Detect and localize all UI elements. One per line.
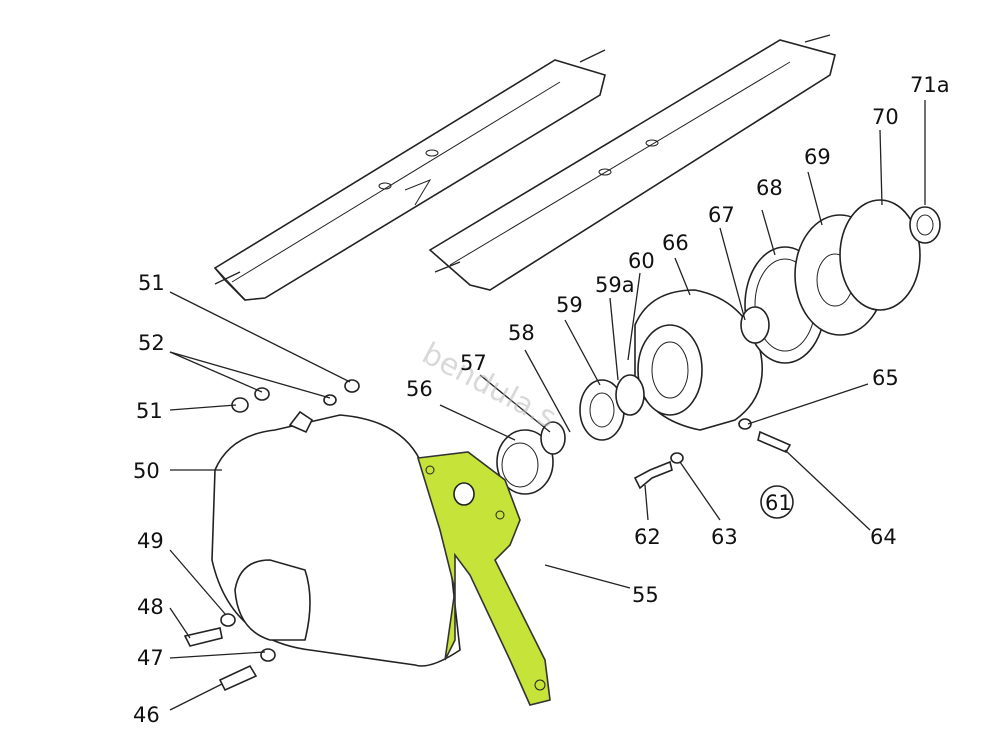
label-64: 64 bbox=[870, 525, 897, 549]
cover-50 bbox=[211, 410, 461, 667]
label-46: 46 bbox=[133, 703, 160, 727]
watermark-text: bendula.s bbox=[416, 336, 562, 436]
label-51b: 51 bbox=[136, 399, 163, 423]
label-71a: 71a bbox=[910, 73, 950, 97]
label-58: 58 bbox=[508, 321, 535, 345]
housing-66 bbox=[634, 289, 763, 431]
left-rail bbox=[213, 49, 606, 301]
label-48: 48 bbox=[137, 595, 164, 619]
label-51a: 51 bbox=[138, 271, 165, 295]
label-67: 67 bbox=[708, 203, 735, 227]
label-61: 61 bbox=[765, 491, 792, 515]
label-47: 47 bbox=[137, 646, 164, 670]
label-70: 70 bbox=[872, 105, 899, 129]
bearing-set bbox=[496, 374, 645, 495]
label-62: 62 bbox=[634, 525, 661, 549]
label-66: 66 bbox=[662, 231, 689, 255]
bracket-55-highlighted[interactable] bbox=[416, 451, 551, 706]
label-56: 56 bbox=[406, 377, 433, 401]
label-57: 57 bbox=[460, 351, 487, 375]
callout-labels: 51 52 51 50 49 48 47 46 55 56 57 58 59 5… bbox=[133, 73, 950, 727]
label-49: 49 bbox=[137, 529, 164, 553]
label-68: 68 bbox=[756, 176, 783, 200]
label-50: 50 bbox=[133, 459, 160, 483]
label-63: 63 bbox=[711, 525, 738, 549]
label-59: 59 bbox=[556, 293, 583, 317]
leader-lines bbox=[169, 100, 926, 711]
label-59a: 59a bbox=[595, 273, 635, 297]
label-55: 55 bbox=[632, 583, 659, 607]
label-69: 69 bbox=[804, 145, 831, 169]
label-65: 65 bbox=[872, 366, 899, 390]
fasteners bbox=[183, 379, 794, 692]
label-52: 52 bbox=[138, 331, 165, 355]
label-60: 60 bbox=[628, 249, 655, 273]
right-rail bbox=[428, 34, 836, 291]
ring-set bbox=[740, 199, 941, 364]
